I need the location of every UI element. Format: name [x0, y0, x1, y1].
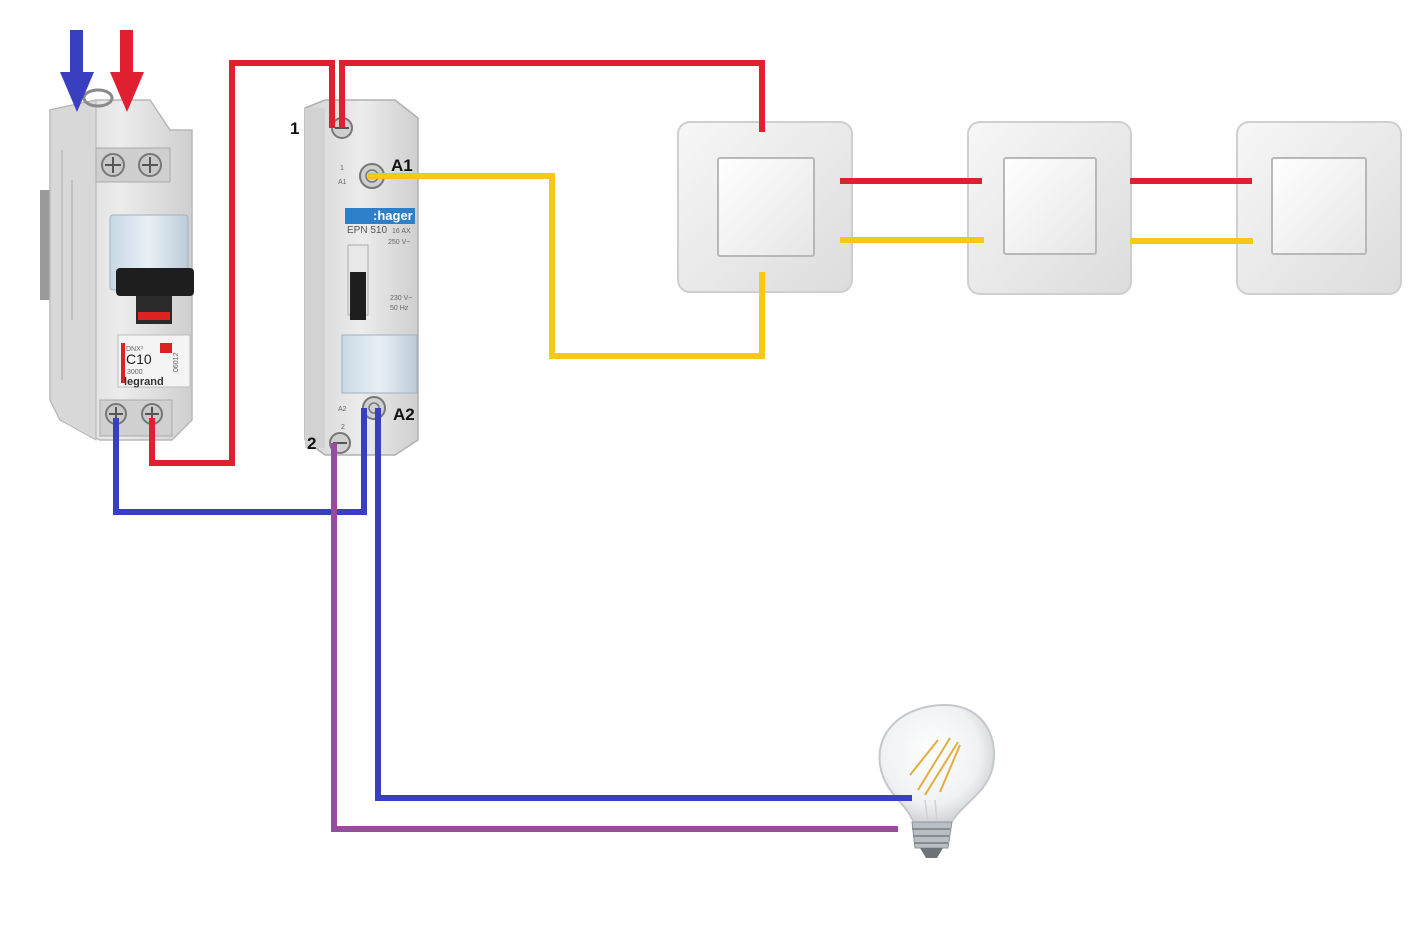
push-button-1[interactable]: [677, 121, 853, 293]
relay-brand: :hager: [373, 208, 413, 223]
wire-neutral-breaker-to-a2: [113, 408, 367, 515]
relay-coil-freq: 50 Hz: [390, 305, 409, 312]
relay-spec-voltage: 250 V~: [388, 239, 410, 246]
label-terminal-1: 1: [290, 119, 299, 138]
breaker-rating: C10: [126, 351, 152, 367]
breaker-ref: 06012: [173, 352, 180, 372]
on-indicator: [138, 312, 170, 320]
relay-window: [341, 334, 418, 394]
wire-neutral-to-lamp: [375, 408, 912, 801]
circuit-breaker: DNX³ C10 3000 legrand 06012: [40, 88, 194, 441]
top-ring: [82, 88, 114, 108]
push-button-2[interactable]: [967, 121, 1132, 295]
push-button-3[interactable]: [1236, 121, 1402, 295]
impulse-relay: 1 A1 :hager EPN 510 16 AX 250 V~ 230 V~ …: [304, 99, 419, 456]
wire-control-a1-to-switch1: [368, 173, 765, 359]
relay-lever[interactable]: [350, 272, 366, 320]
breaker-bottom-screws: [99, 399, 173, 437]
live-arrow-icon: [110, 30, 144, 112]
label-terminal-2: 2: [307, 434, 316, 453]
relay-print-2: 2: [341, 424, 345, 431]
light-bulb-icon: [878, 703, 996, 858]
relay-print-a1: A1: [338, 179, 347, 186]
push-button-2-rocker[interactable]: [1003, 157, 1097, 255]
breaker-brand: legrand: [124, 376, 164, 388]
breaker-top-screws: [95, 147, 171, 183]
label-terminal-a1: A1: [391, 156, 413, 175]
relay-brand-strip: [345, 208, 415, 224]
relay-print-1: 1: [340, 165, 344, 172]
breaker-breaking: 3000: [127, 369, 143, 376]
relay-spec-current: 16 AX: [392, 228, 411, 235]
push-button-3-rocker[interactable]: [1271, 157, 1367, 255]
wire-live-breaker-to-relay: [149, 60, 335, 466]
push-button-1-rocker[interactable]: [717, 157, 815, 257]
label-terminal-a2: A2: [393, 405, 415, 424]
wire-lamp-return: [331, 443, 898, 832]
breaker-model: DNX³: [126, 346, 144, 353]
neutral-arrow-icon: [60, 30, 94, 112]
relay-coil-voltage: 230 V~: [390, 295, 412, 302]
relay-print-a2: A2: [338, 406, 347, 413]
relay-model: EPN 510: [347, 225, 387, 236]
house-icon: [160, 343, 172, 353]
wire-live-relay-to-switch1: [339, 60, 765, 132]
breaker-label-panel: [117, 334, 191, 388]
breaker-toggle[interactable]: [116, 268, 194, 296]
